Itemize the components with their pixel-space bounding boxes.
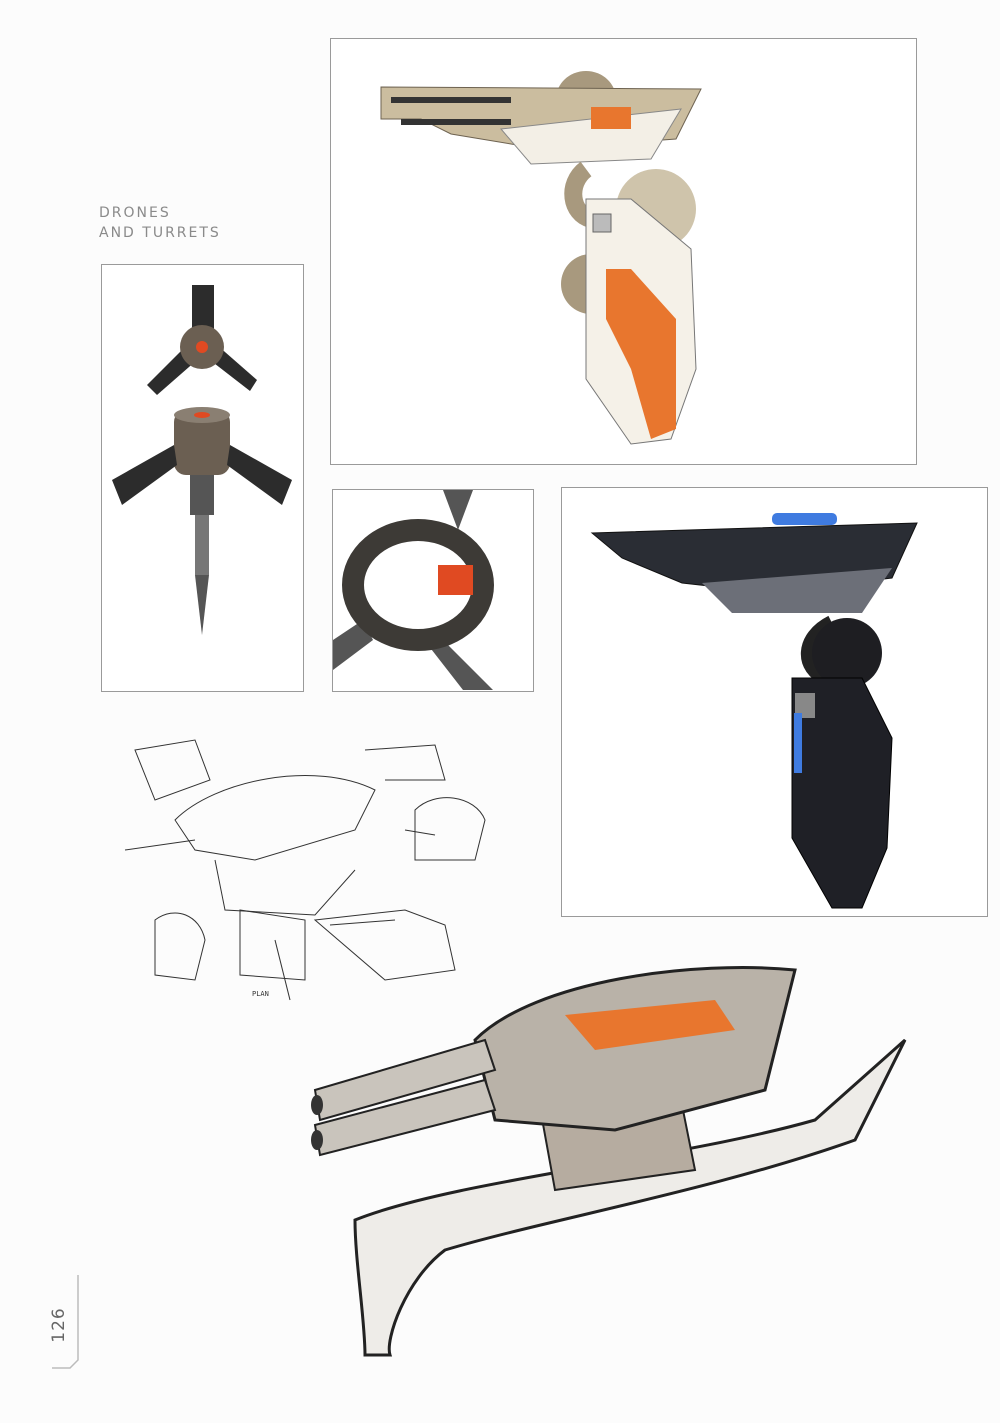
section-title-line2: AND TURRETS xyxy=(99,225,221,241)
sketch-label-plan: PLAN xyxy=(252,990,269,998)
page-number: 126 xyxy=(49,1307,69,1343)
section-title: DRONES AND TURRETS xyxy=(99,203,221,243)
turret-white-orange-drawing xyxy=(380,71,702,445)
turret-marker-illustration xyxy=(311,966,907,1357)
drone-ring-drawing xyxy=(333,490,494,690)
turret-dark-blue-illustration xyxy=(561,487,988,917)
drone-illustration xyxy=(101,264,304,692)
turret-white-orange-illustration xyxy=(330,38,917,465)
drone-ring-closeup-illustration xyxy=(332,489,534,692)
page-number-tab-line xyxy=(52,1275,79,1369)
turret-pencil-sketches xyxy=(124,739,486,1001)
turret-dark-blue-drawing xyxy=(590,513,918,909)
drone-drawing xyxy=(112,285,292,635)
section-title-line1: DRONES xyxy=(99,205,171,221)
